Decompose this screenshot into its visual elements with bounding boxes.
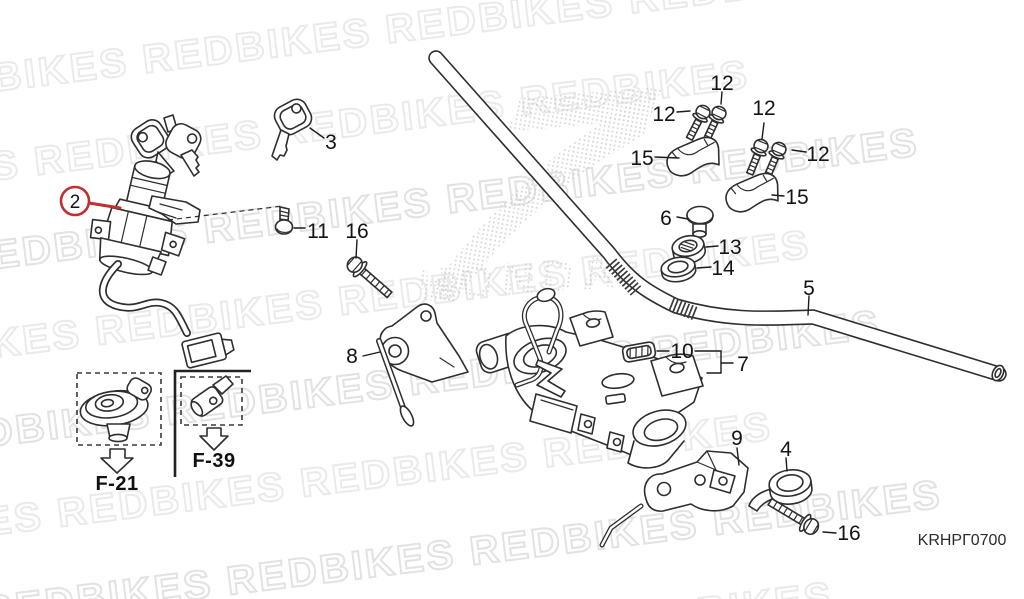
callout-13: 13	[718, 236, 741, 259]
key-blade	[180, 149, 200, 177]
callout-10: 10	[670, 340, 693, 363]
cap-key-drawing	[126, 377, 152, 401]
handlebar-bolt-12	[702, 105, 727, 143]
fuel-cap-drawing	[79, 389, 149, 427]
stem-washer	[660, 256, 697, 283]
part-callouts: 2 3 11 16 12 12 12 12 15 15 6 13 14 5 10…	[59, 72, 861, 545]
switch-mount-plate	[148, 195, 201, 225]
ref-label-f21: F-21	[95, 473, 138, 495]
lock-part-drawing	[190, 386, 224, 417]
callout-15: 15	[630, 147, 653, 170]
callout-12: 12	[806, 143, 829, 166]
wire-clip	[147, 256, 167, 276]
callout-8: 8	[346, 345, 358, 368]
riser-post	[650, 353, 704, 397]
cable-clamp-4	[748, 468, 813, 512]
ref-f39-callout: F-39	[180, 375, 243, 472]
callout-2-circled: 2	[59, 185, 122, 217]
knurl-band	[668, 297, 699, 321]
bar-holder-upper	[725, 172, 779, 213]
callout-16: 16	[837, 522, 860, 545]
honda-watermark-text: HONDA	[417, 245, 624, 311]
handlebar-bolt-12	[763, 141, 787, 179]
callout-4: 4	[780, 438, 792, 461]
handlebar-drawing	[428, 50, 1007, 382]
bar-holder-rubber-10	[621, 341, 657, 363]
callout-7: 7	[737, 353, 749, 376]
callout-15: 15	[785, 186, 808, 209]
wire-stay-bracket-9	[599, 450, 749, 548]
flange-bolt-16-right	[767, 497, 820, 536]
stem-cap-knob	[686, 205, 714, 239]
callout-12: 12	[652, 103, 675, 126]
callout-12: 12	[752, 97, 775, 120]
ignition-switch-drawing	[89, 114, 235, 369]
handlebar-bolt-12	[685, 104, 711, 141]
callout-2-circle	[59, 185, 91, 217]
down-arrow	[199, 427, 229, 451]
callout-2: 2	[70, 192, 81, 213]
honda-wing-shape	[425, 88, 662, 302]
callout-16: 16	[345, 220, 368, 243]
callout-9: 9	[731, 427, 743, 450]
ref-f21-callout: F-21	[76, 372, 162, 495]
diagram-code: KRHPГ0700	[918, 532, 1007, 549]
bar-holder-upper	[666, 136, 720, 177]
honda-wing-shape	[508, 87, 660, 132]
spare-key-drawing	[271, 98, 313, 161]
callout-14: 14	[711, 257, 735, 280]
callout-3: 3	[325, 131, 337, 154]
callout-11: 11	[307, 220, 329, 243]
riser-post	[569, 310, 614, 347]
screw-drawing	[274, 206, 294, 235]
flange-bolt-16-left	[346, 256, 393, 299]
section-divider	[173, 369, 251, 477]
dashed-leader	[167, 205, 284, 221]
callout-12: 12	[710, 72, 733, 95]
wire-connector	[181, 332, 235, 369]
callout-2-leader	[87, 201, 122, 210]
cable-guide-bracket-8	[376, 287, 566, 427]
callout-5: 5	[803, 277, 815, 300]
steering-stem-nut	[671, 234, 707, 264]
bar-end-bore	[994, 367, 1002, 379]
callout-6: 6	[660, 207, 672, 230]
leader-lines	[293, 91, 837, 534]
handlebar-bolt-12	[745, 138, 769, 176]
down-arrow	[100, 448, 134, 474]
key-blade	[271, 129, 290, 161]
ref-label-f39: F-39	[192, 450, 235, 472]
